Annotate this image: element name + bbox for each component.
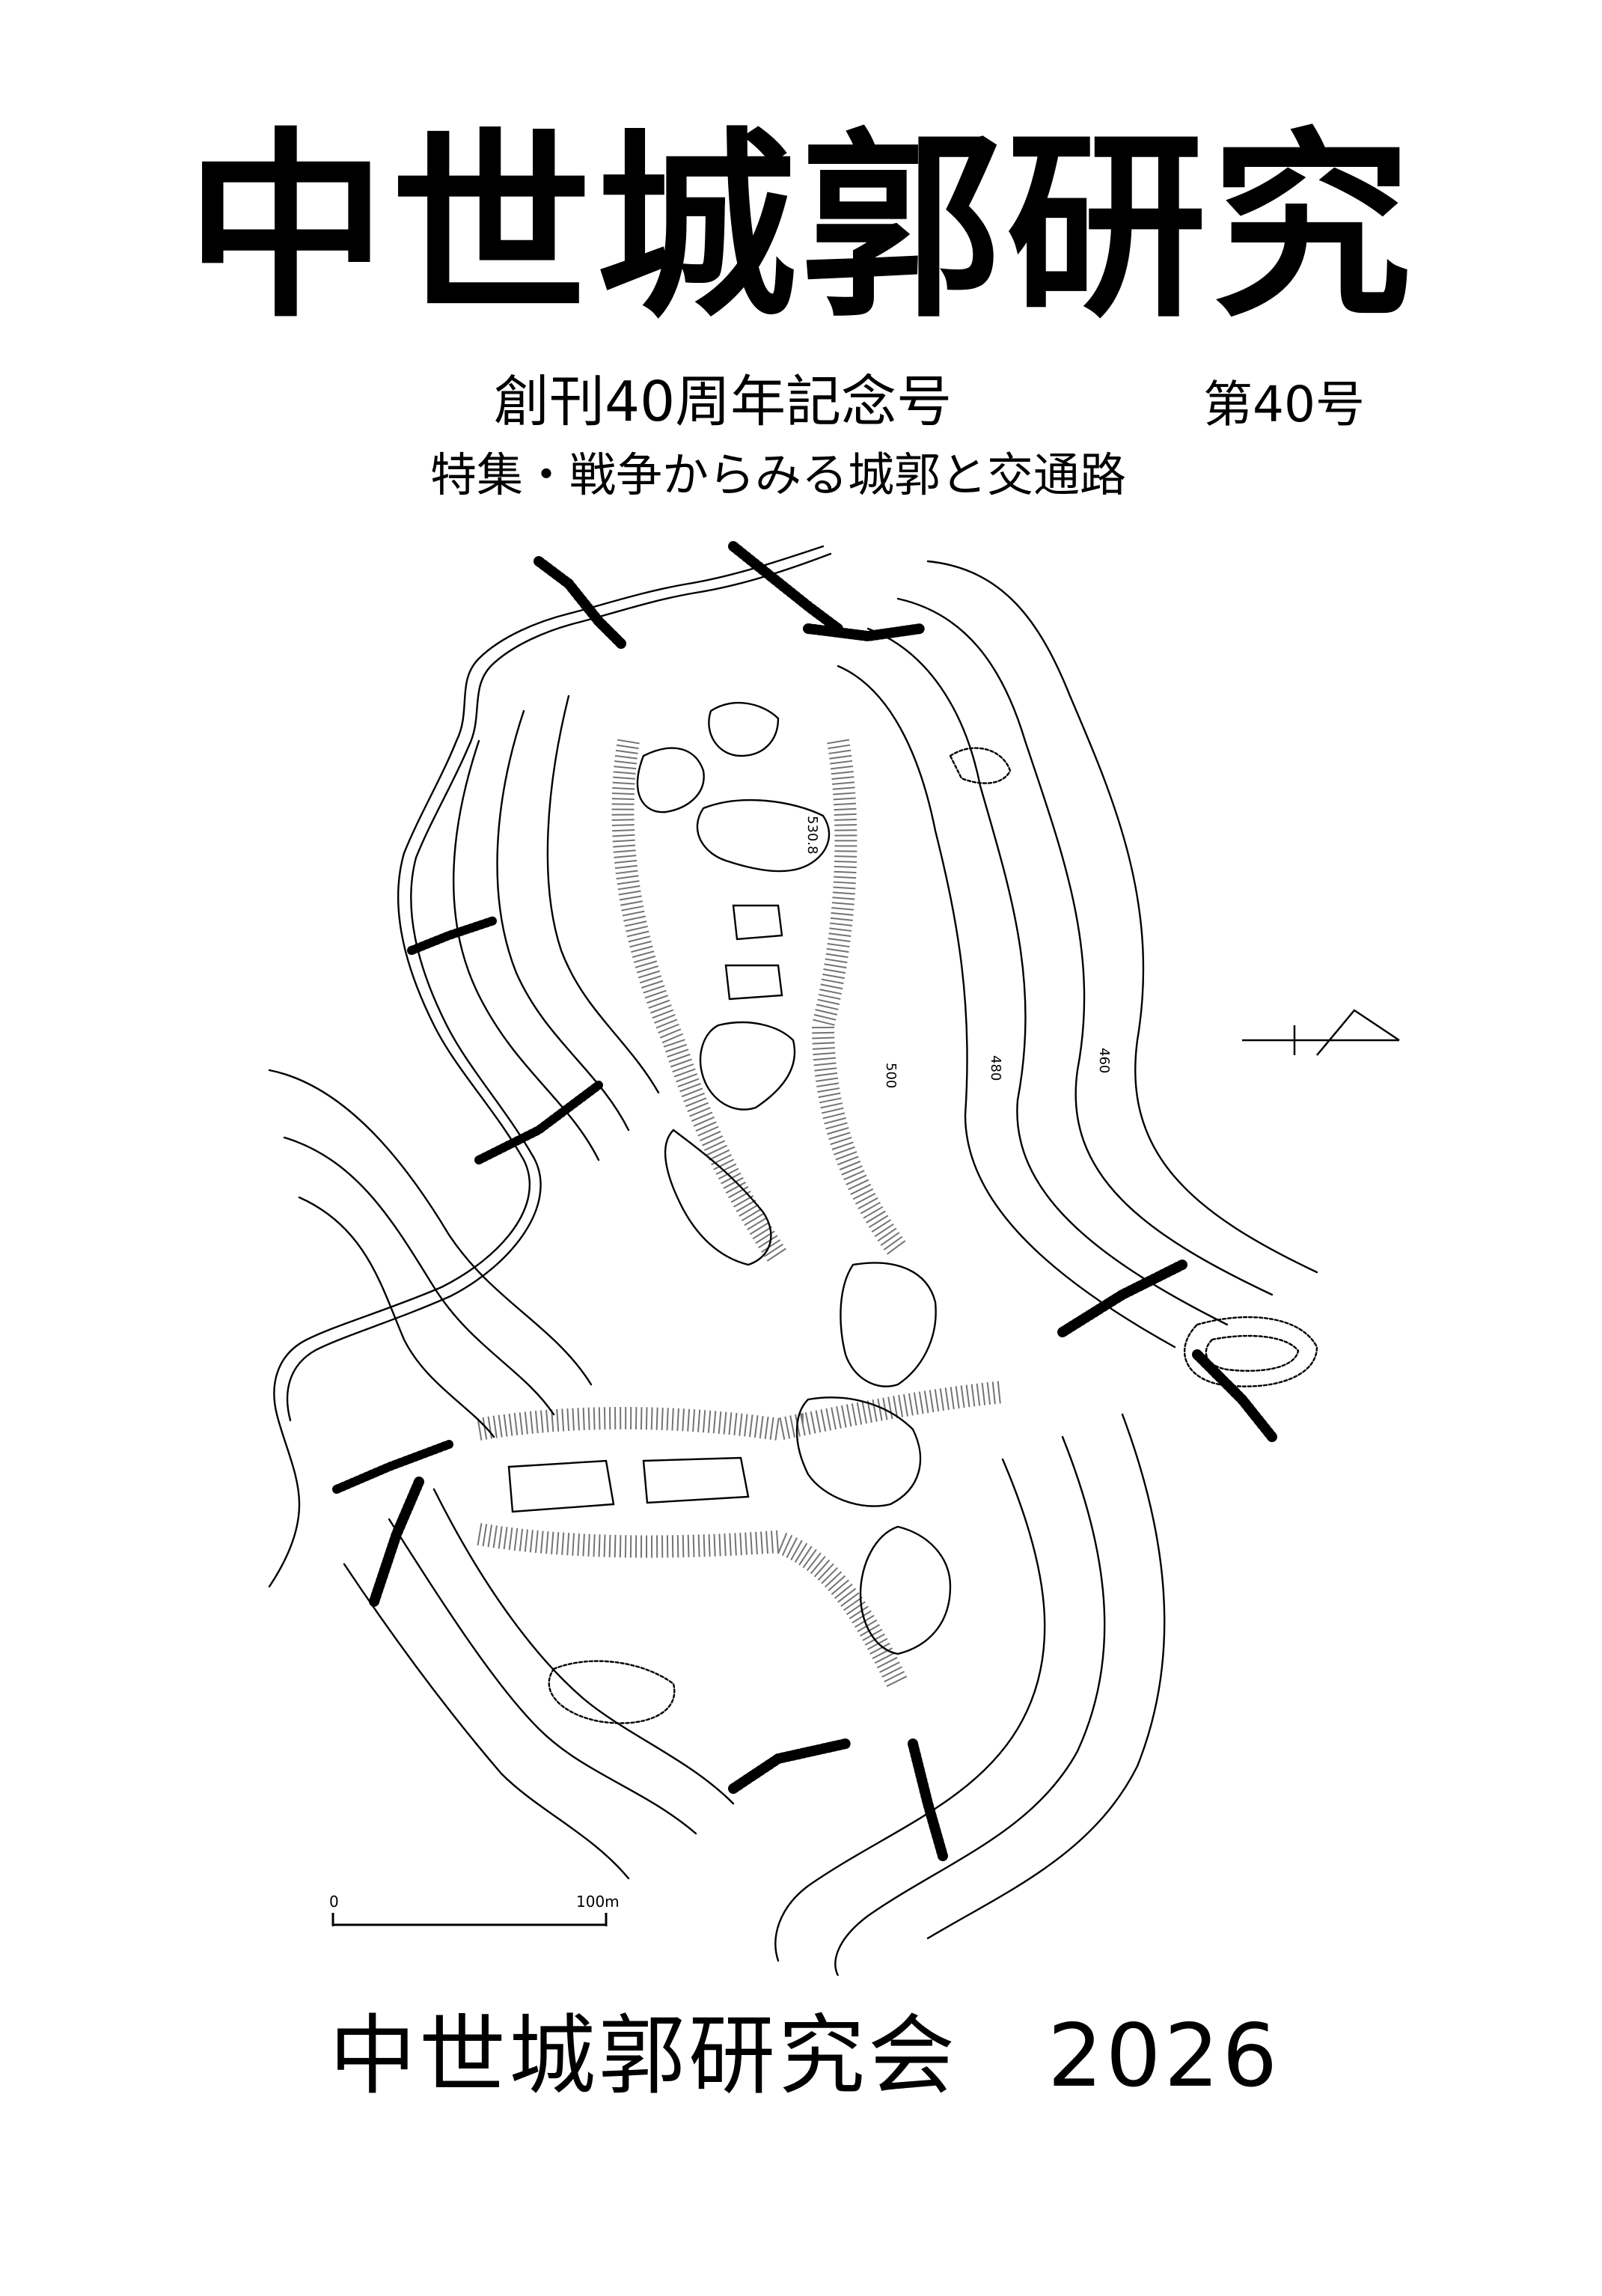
bailey (642, 1456, 750, 1504)
bailey (840, 1262, 937, 1387)
contour-line (837, 665, 1176, 1349)
contour-line (834, 1435, 1106, 1976)
journal-title: 中世城郭研究 (186, 109, 1416, 345)
path-road (268, 545, 825, 1588)
ridge (728, 541, 843, 634)
terrace (949, 747, 1012, 784)
ridge (407, 916, 498, 955)
feature-title: 特集・戦争からみる城郭と交通路 (430, 448, 1127, 502)
issue-number: 第40号 (1203, 376, 1365, 433)
ridge (1057, 1260, 1187, 1337)
contour-line (432, 1488, 735, 1805)
bailey (699, 1021, 795, 1111)
scale-end-label: 100m (576, 1893, 620, 1911)
bailey (636, 747, 705, 813)
bailey (732, 904, 783, 941)
castle-survey-map: 530.8 500 480 460 0 100m (268, 541, 1400, 1976)
main-bailey (696, 799, 831, 873)
contour-line (496, 709, 630, 1132)
ridge (908, 1738, 948, 1861)
contour-line (298, 1196, 495, 1438)
elevation-label: 530.8 (804, 816, 820, 855)
bailey (507, 1459, 615, 1513)
ridge (534, 556, 626, 649)
terrace (1205, 1334, 1300, 1372)
contour-line (343, 1563, 630, 1880)
bailey (708, 701, 780, 757)
contour-label: 480 (988, 1055, 1003, 1081)
slope-hachures (477, 739, 1004, 1689)
bailey (664, 1129, 772, 1266)
scale-start-label: 0 (329, 1893, 339, 1911)
anniversary-subtitle: 創刊40周年記念号 (494, 370, 953, 434)
ridge (1192, 1349, 1277, 1442)
contour-line (774, 1458, 1046, 1962)
terrace (1184, 1316, 1318, 1387)
contour-line (546, 694, 660, 1094)
contour-line (896, 597, 1274, 1296)
ridge (728, 1738, 851, 1794)
contour-line (926, 1413, 1166, 1940)
bailey (795, 1396, 922, 1507)
contour-line (268, 1069, 593, 1386)
bailey (859, 1525, 952, 1655)
bailey (724, 964, 783, 1001)
ridge (803, 623, 926, 642)
north-arrow (1242, 1009, 1400, 1056)
scale-bar (331, 1913, 608, 1926)
contour-line (926, 560, 1318, 1274)
publisher-line: 中世城郭研究会 2026 (329, 2006, 1281, 2107)
contour-line (866, 627, 1229, 1326)
ridge (369, 1477, 424, 1607)
terrace (548, 1660, 676, 1724)
ridge (332, 1440, 453, 1494)
contour-line (283, 1136, 555, 1416)
contour-label: 500 (883, 1063, 899, 1088)
contour-line (388, 1518, 697, 1835)
contour-label: 460 (1096, 1048, 1112, 1073)
ridge (474, 1081, 603, 1164)
path-road (286, 552, 832, 1422)
